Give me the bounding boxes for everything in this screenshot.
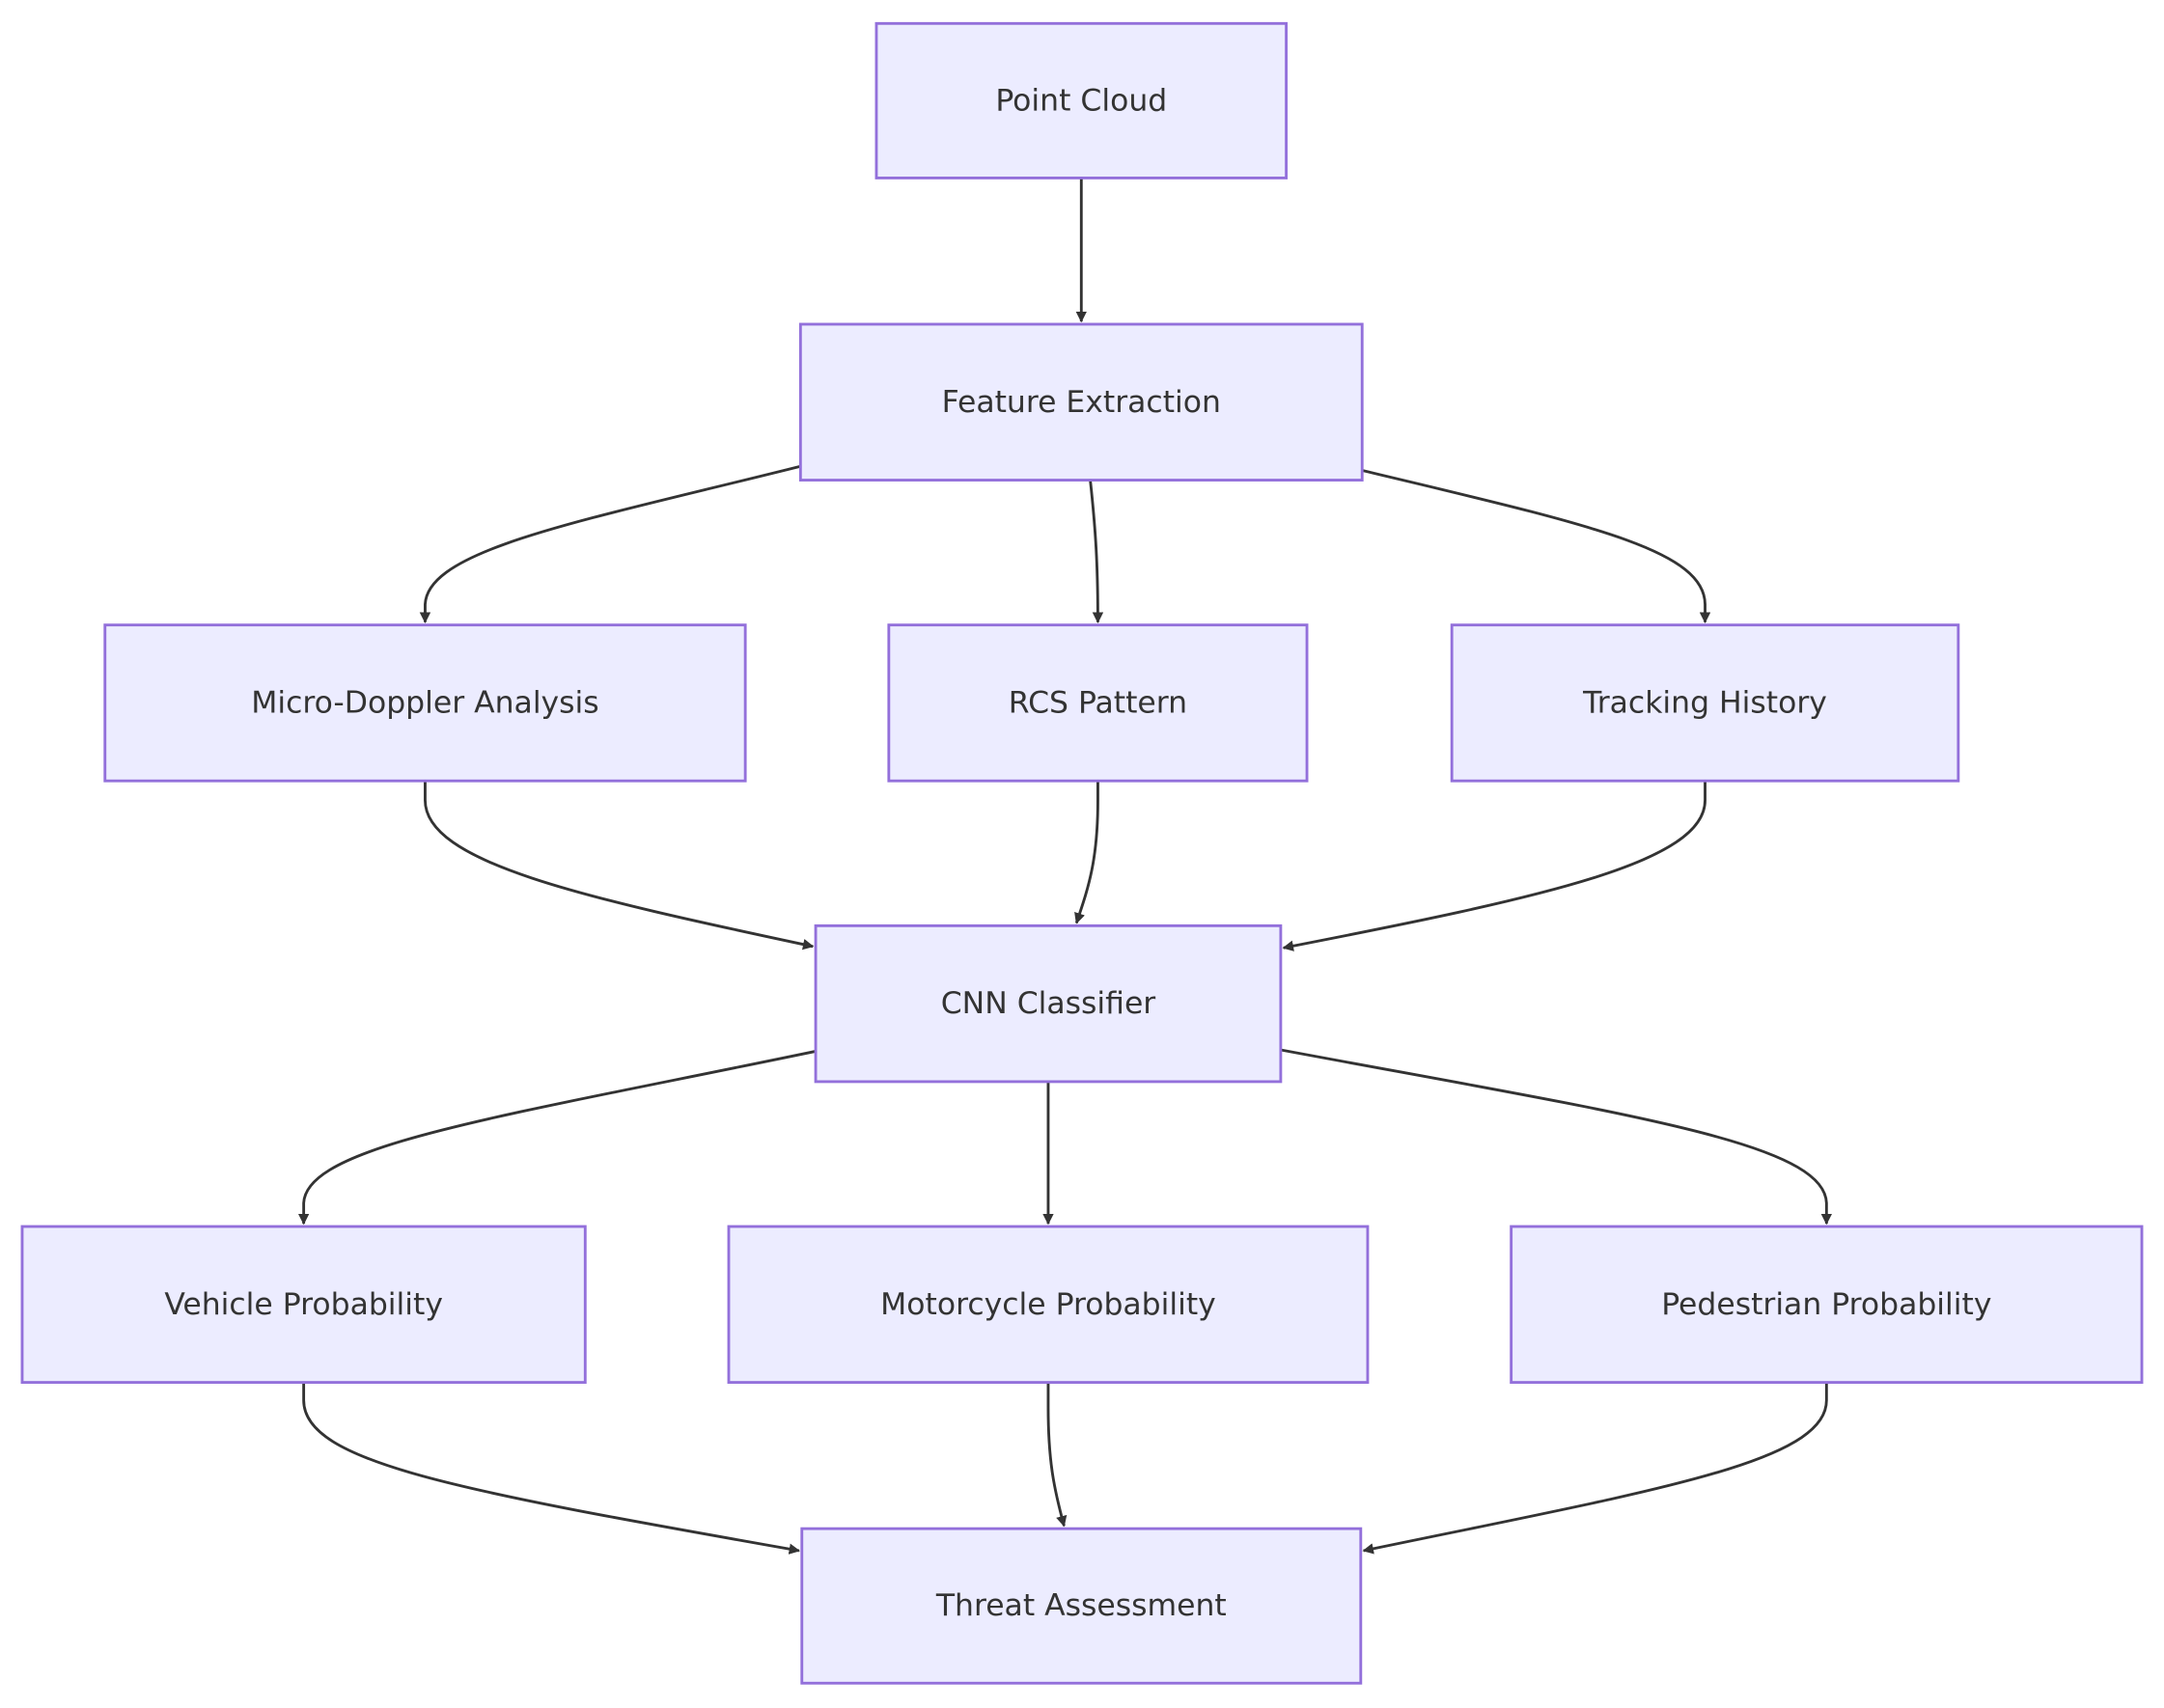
- node-label: Micro-Doppler Analysis: [251, 685, 598, 720]
- node-box: [800, 1527, 1363, 1685]
- edge-tracking-history-to-cnn-classifier: [1282, 781, 1706, 951]
- node-box: [727, 1225, 1370, 1385]
- edge-feature-extraction-to-micro-doppler: [419, 464, 801, 623]
- node-vehicle-probability[interactable]: Vehicle Probability: [20, 1225, 587, 1385]
- node-threat-assessment[interactable]: Threat Assessment: [800, 1527, 1363, 1685]
- node-cnn-classifier[interactable]: CNN Classifier: [814, 923, 1283, 1084]
- edge-cnn-classifier-to-vehicle-probability: [297, 1050, 817, 1226]
- node-label: Threat Assessment: [935, 1588, 1227, 1623]
- edge-motorcycle-probability-to-threat-assessment: [1046, 1382, 1068, 1528]
- node-label: Pedestrian Probability: [1661, 1287, 1991, 1322]
- node-label: Tracking History: [1582, 685, 1827, 720]
- node-rcs-pattern[interactable]: RCS Pattern: [887, 623, 1309, 783]
- edge-vehicle-probability-to-threat-assessment: [302, 1382, 801, 1555]
- node-motorcycle-probability[interactable]: Motorcycle Probability: [727, 1225, 1370, 1385]
- node-box: [798, 322, 1364, 482]
- edge-feature-extraction-to-rcs-pattern: [1089, 480, 1104, 623]
- edge-micro-doppler-to-cnn-classifier: [424, 781, 815, 950]
- node-label: Feature Extraction: [942, 385, 1221, 420]
- edges-layer: [297, 178, 1833, 1555]
- node-box: [1450, 623, 1960, 783]
- node-tracking-history[interactable]: Tracking History: [1450, 623, 1960, 783]
- node-pedestrian-probability[interactable]: Pedestrian Probability: [1510, 1225, 2144, 1385]
- node-box: [887, 623, 1309, 783]
- node-label: CNN Classifier: [941, 986, 1156, 1021]
- node-box: [814, 923, 1283, 1084]
- node-box: [20, 1225, 587, 1385]
- node-feature-extraction[interactable]: Feature Extraction: [798, 322, 1364, 482]
- edge-pedestrian-probability-to-threat-assessment: [1362, 1382, 1828, 1555]
- node-label: RCS Pattern: [1009, 685, 1187, 720]
- node-micro-doppler[interactable]: Micro-Doppler Analysis: [103, 623, 747, 783]
- node-box: [874, 21, 1289, 179]
- node-label: Point Cloud: [995, 83, 1167, 118]
- edge-cnn-classifier-to-pedestrian-probability: [1280, 1048, 1833, 1226]
- node-point-cloud[interactable]: Point Cloud: [874, 21, 1289, 179]
- node-label: Vehicle Probability: [164, 1287, 443, 1322]
- edge-rcs-pattern-to-cnn-classifier: [1074, 781, 1099, 924]
- node-box: [1510, 1225, 2144, 1385]
- edge-feature-extraction-to-tracking-history: [1361, 469, 1711, 623]
- node-box: [103, 623, 747, 783]
- node-label: Motorcycle Probability: [880, 1287, 1216, 1322]
